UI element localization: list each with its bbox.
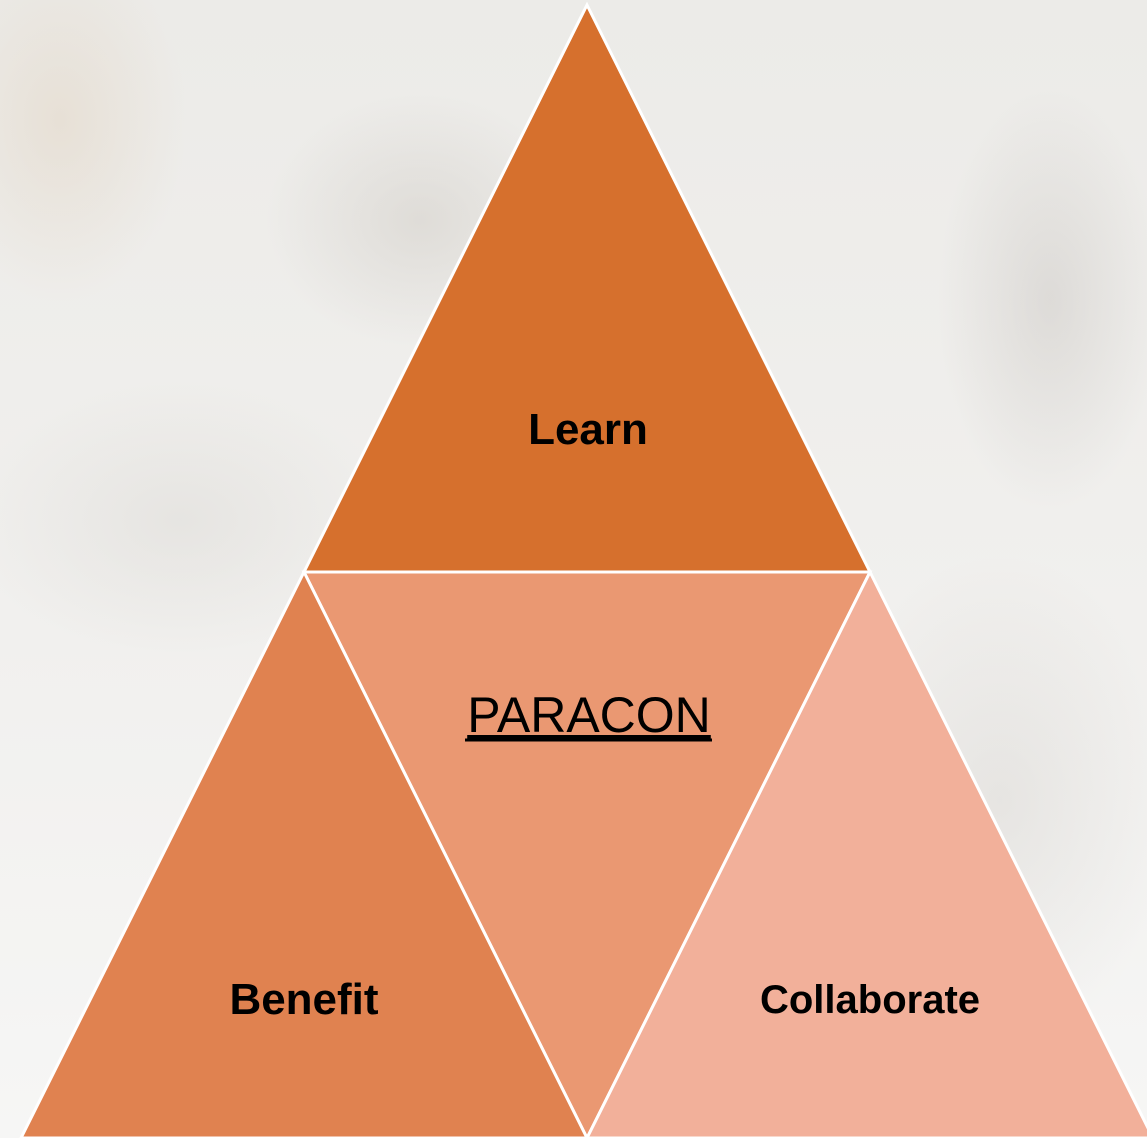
collaborate-triangle	[585, 568, 1147, 1138]
learn-label: Learn	[528, 405, 648, 454]
benefit-triangle	[19, 568, 589, 1138]
benefit-label: Benefit	[229, 975, 378, 1024]
collaborate-label: Collaborate	[760, 978, 980, 1022]
learn-triangle	[301, 1, 873, 574]
paracon-label: PARACON	[467, 687, 711, 743]
